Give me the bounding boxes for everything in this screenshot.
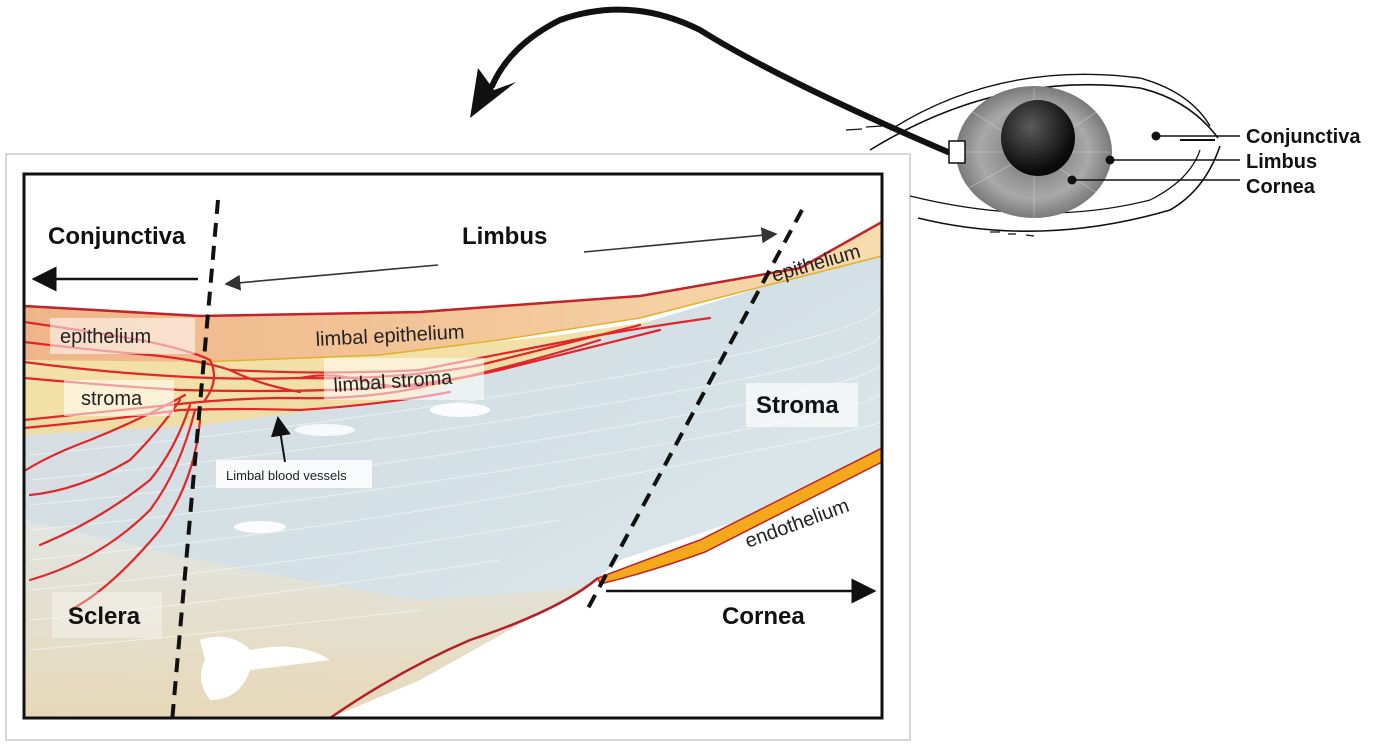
pupil — [1001, 100, 1075, 176]
label-blood-vessels: Limbal blood vessels — [226, 468, 347, 483]
inner-frame — [22, 172, 884, 720]
zoom-arrow — [489, 6, 951, 155]
eye-label-limbus: Limbus — [1246, 151, 1317, 173]
limbus-cornea-boundary — [584, 209, 804, 613]
limbus-marker — [948, 140, 966, 164]
label-conj-stroma: stroma — [81, 388, 143, 410]
blood-vessel-pointer — [270, 416, 291, 463]
endothelium-layer — [597, 447, 882, 585]
label-conjunctiva: Conjunctiva — [48, 223, 186, 250]
eye-illustration — [845, 73, 1240, 237]
label-conj-epithelium: epithelium — [60, 326, 151, 348]
limbus-right-arrow — [583, 227, 778, 253]
eye-label-conjunctiva: Conjunctiva — [1246, 126, 1361, 148]
label-sclera: Sclera — [68, 603, 141, 630]
cross-section — [24, 174, 882, 718]
label-stroma: Stroma — [756, 392, 839, 419]
label-cornea: Cornea — [722, 603, 805, 630]
conjunctiva-limbus-boundary — [170, 199, 220, 723]
epithelium-layer — [24, 222, 882, 362]
eye-label-cornea: Cornea — [1246, 176, 1316, 198]
limbus-left-arrow — [224, 264, 439, 291]
sclera-region — [24, 520, 590, 718]
zoom-arrowhead — [470, 68, 516, 118]
label-limbus: Limbus — [462, 223, 547, 250]
